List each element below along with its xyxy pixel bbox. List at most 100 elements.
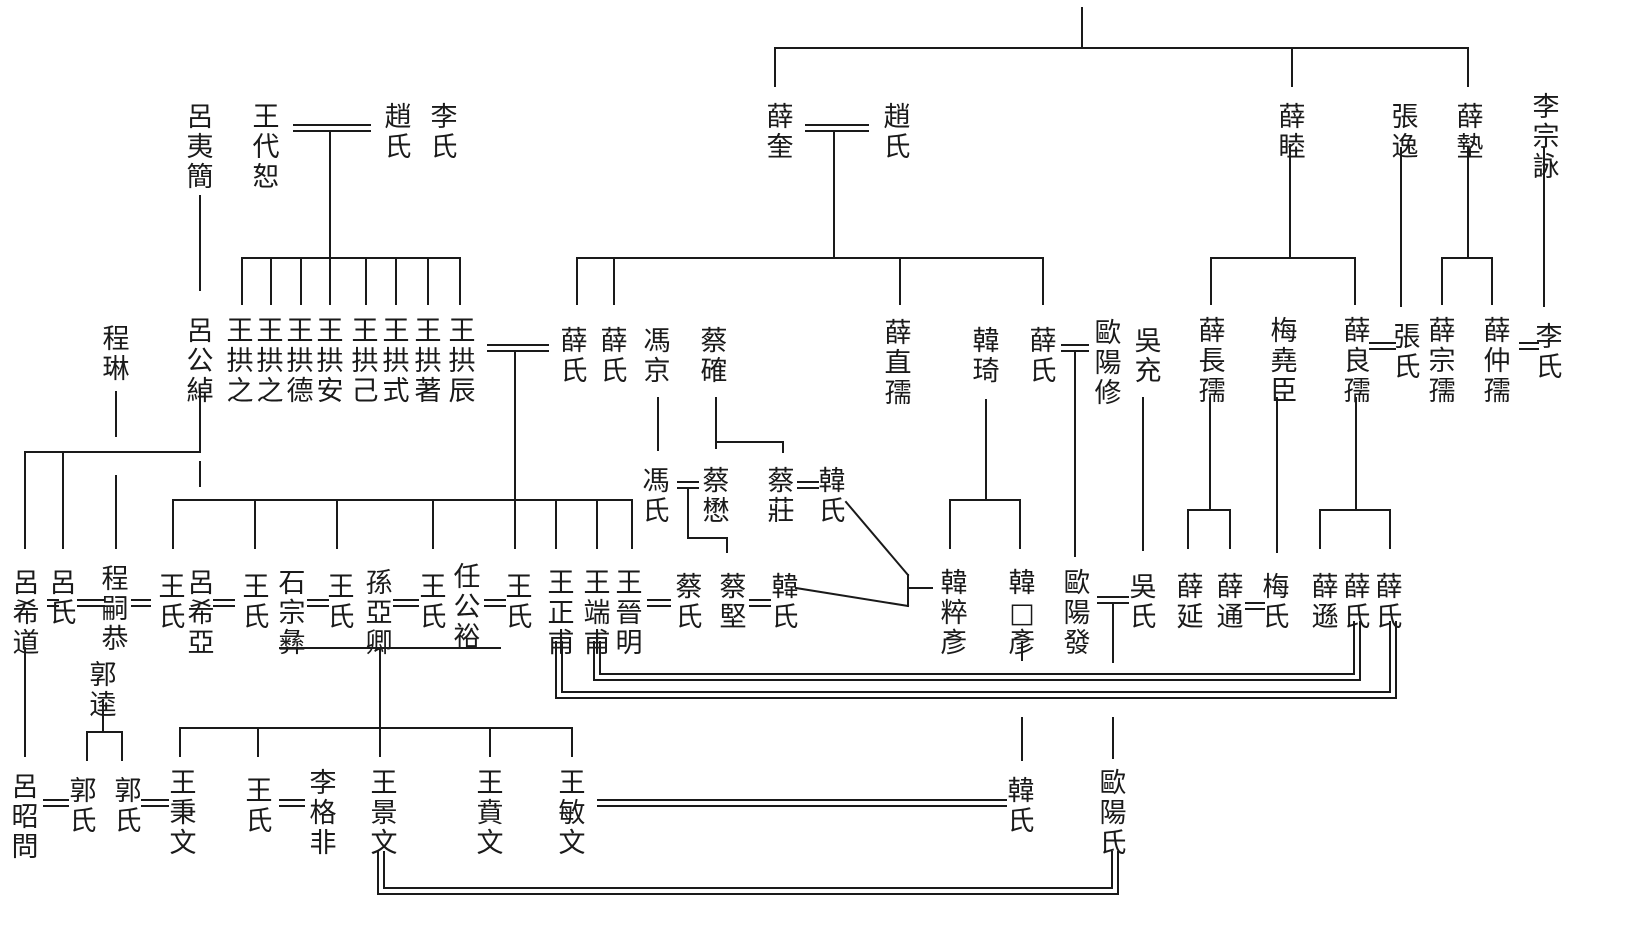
person-name: 薛睦 [1279,102,1306,163]
person-name: 蔡氏 [676,572,703,633]
person-name: 王正甫 [548,568,575,659]
person-name: 歐陽修 [1095,318,1122,409]
person-lv-gongchuo: 呂公綽 [187,316,214,407]
person-name: 呂氏 [50,568,77,629]
person-li-zongyong: 李宗詠 [1533,92,1560,183]
person-name: 程嗣恭 [102,564,129,655]
person-wang-gongan: 王拱安 [317,316,344,407]
person-xue-kui: 薛奎 [767,102,794,163]
person-name: 王拱己 [352,316,379,407]
person-name: 王氏 [246,776,273,837]
person-name: 薛墊 [1457,102,1484,163]
person-name: 石宗彝 [279,568,306,659]
person-xue-liangru: 薛良孺 [1344,316,1371,407]
person-name: 呂昭問 [12,772,39,863]
person-cai-jian: 蔡堅 [720,572,747,633]
person-name: 薛宗孺 [1429,316,1456,407]
person-name: 張逸 [1392,102,1419,163]
person-name: 王賁文 [477,768,504,859]
person-name: 蔡懋 [703,466,730,527]
person-xue-dian: 薛墊 [1457,102,1484,163]
person-xue-d: 薛氏 [1344,572,1371,633]
person-han-cuiyan: 韓粹彥 [941,568,968,659]
person-li-a: 李氏 [431,102,458,163]
person-name: 李宗詠 [1533,92,1560,183]
person-name: 孫亞卿 [366,568,393,659]
person-name: 李氏 [1536,322,1563,383]
person-wang-a: 王氏 [159,572,186,633]
person-wu-a: 吳氏 [1130,572,1157,633]
person-name: 呂公綽 [187,316,214,407]
person-name: 王拱辰 [449,316,476,407]
person-wang-gongde: 王拱德 [287,316,314,407]
person-guo-a: 郭氏 [70,776,97,837]
person-guo-kui: 郭逵 [90,660,117,721]
person-name: 呂希道 [13,568,40,659]
person-wang-zhengfu: 王正甫 [548,568,575,659]
person-name: 張氏 [1394,322,1421,383]
person-name: 呂希亞 [188,568,215,659]
person-name: 王秉文 [170,768,197,859]
person-han-b: 韓氏 [772,572,799,633]
person-name: 王拱式 [383,316,410,407]
person-cai-que: 蔡確 [701,326,728,387]
person-han-yan: 韓□彥 [1009,568,1036,659]
person-name: 郭逵 [90,660,117,721]
person-name: 韓粹彥 [941,568,968,659]
person-name: 韓琦 [973,326,1000,387]
person-names: 呂夷簡王代恕趙氏李氏薛奎趙氏薛睦張逸薛墊李宗詠程琳呂公綽王拱之王拱之王拱德王拱安… [12,92,1563,863]
person-name: 王景文 [371,768,398,859]
person-xue-yan: 薛延 [1177,572,1204,633]
person-wang-daishu: 王代恕 [253,102,280,193]
person-name: 馮氏 [643,466,670,527]
person-han-qi: 韓琦 [973,326,1000,387]
person-lv-zhaowen: 呂昭問 [12,772,39,863]
person-name: 趙氏 [884,102,911,163]
person-name: 蔡堅 [720,572,747,633]
person-mei-a: 梅氏 [1263,572,1290,633]
person-wang-benwen: 王賁文 [477,768,504,859]
person-name: 王氏 [159,572,186,633]
person-xue-zhongru: 薛仲孺 [1484,316,1511,407]
person-name: 李氏 [431,102,458,163]
person-wang-minwen: 王敏文 [559,768,586,859]
person-xue-sun: 薛遜 [1312,572,1339,633]
person-xue-tong: 薛通 [1217,572,1244,633]
person-cheng-sigong: 程嗣恭 [102,564,129,655]
person-name: 韓氏 [1008,776,1035,837]
person-cheng-lin: 程琳 [103,324,130,385]
person-zhang-a: 張氏 [1394,322,1421,383]
person-name: 王晉明 [616,568,643,659]
person-xue-zhiru: 薛直孺 [885,318,912,409]
person-wang-d: 王氏 [420,572,447,633]
person-wang-jingwen: 王景文 [371,768,398,859]
person-name: 薛直孺 [885,318,912,409]
person-name: 吳充 [1135,326,1162,387]
person-wang-b: 王氏 [243,572,270,633]
person-name: 薛良孺 [1344,316,1371,407]
person-name: 薛長孺 [1199,316,1226,407]
person-feng-a: 馮氏 [643,466,670,527]
person-cai-mao: 蔡懋 [703,466,730,527]
person-name: 任公裕 [454,562,481,653]
person-name: 薛奎 [767,102,794,163]
person-name: 王氏 [243,572,270,633]
person-name: 呂夷簡 [187,102,214,193]
person-xue-e: 薛氏 [1376,572,1403,633]
person-feng-jing: 馮京 [644,326,671,387]
connector-line [794,586,910,608]
person-name: 王端甫 [584,568,611,659]
person-name: 薛氏 [561,326,588,387]
person-wang-gongshi: 王拱式 [383,316,410,407]
person-name: 薛氏 [601,326,628,387]
person-name: 李格非 [310,768,337,859]
lineage-lines [24,7,1545,895]
person-name: 薛通 [1217,572,1244,633]
person-name: 程琳 [103,324,130,385]
person-name: 歐陽發 [1064,568,1091,659]
person-wang-bingwen: 王秉文 [170,768,197,859]
person-zhao-b: 趙氏 [884,102,911,163]
person-name: 薛仲孺 [1484,316,1511,407]
person-name: 薛遜 [1312,572,1339,633]
